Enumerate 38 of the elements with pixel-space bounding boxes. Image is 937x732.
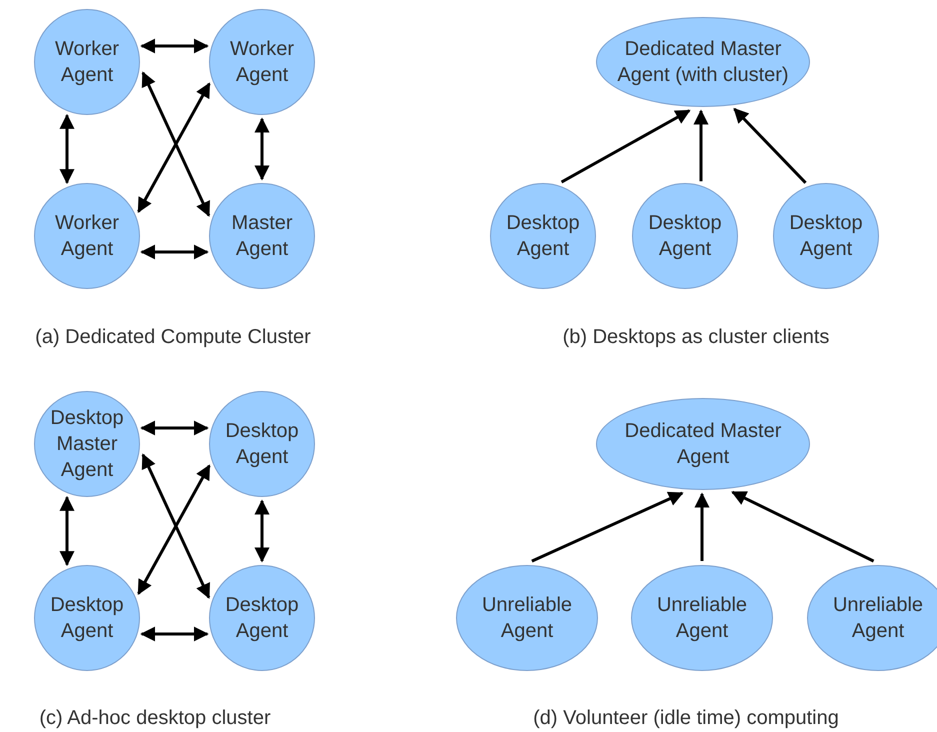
node-label: Desktop Agent [788, 211, 864, 262]
arrow [142, 453, 210, 599]
node-label: Unreliable Agent [480, 593, 574, 644]
node-label: Master Agent [230, 211, 294, 262]
node-label: Dedicated Master Agent (with cluster) [616, 37, 790, 88]
node-label: Desktop Master Agent [49, 406, 125, 483]
panel-caption: (b) Desktops as cluster clients [562, 326, 830, 349]
node-label: Desktop Agent [224, 593, 300, 644]
arrow [140, 626, 209, 642]
arrow [254, 500, 270, 562]
panel-caption: (c) Ad-hoc desktop cluster [39, 707, 271, 730]
arrow [694, 492, 710, 561]
node-label: Desktop Agent [647, 211, 723, 262]
arrow [254, 118, 270, 180]
arrow [140, 244, 209, 260]
arrow [733, 108, 807, 184]
panel-caption: (a) Dedicated Compute Cluster [35, 326, 311, 349]
arrow [560, 109, 691, 184]
arrow [137, 464, 211, 595]
arrow [140, 38, 209, 54]
node-label: Unreliable Agent [832, 593, 924, 644]
arrow [137, 82, 211, 213]
arrow [731, 490, 874, 562]
node-label: Desktop Agent [505, 211, 581, 262]
arrow [60, 114, 74, 184]
node-label: Worker Agent [54, 211, 120, 262]
node-label: Worker Agent [54, 37, 120, 88]
arrow [531, 492, 684, 562]
node-label: Desktop Agent [49, 593, 125, 644]
node-label: Unreliable Agent [656, 593, 748, 644]
node-label: Worker Agent [228, 37, 296, 88]
arrow [60, 496, 74, 566]
arrow [142, 71, 210, 217]
arrow [140, 420, 209, 436]
arrow [694, 110, 708, 182]
panel-caption: (d) Volunteer (idle time) computing [533, 707, 839, 730]
node-label: Dedicated Master Agent [624, 419, 782, 470]
node-label: Desktop Agent [224, 419, 300, 470]
